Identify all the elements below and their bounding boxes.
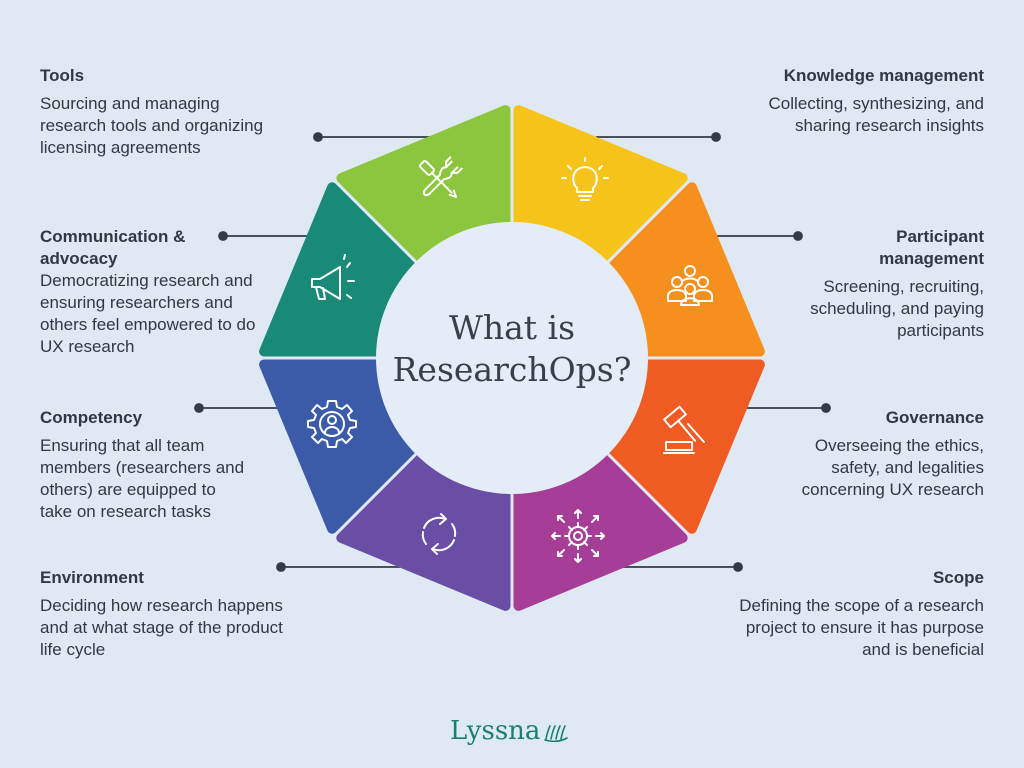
gavel-icon: [663, 405, 705, 454]
center-title-line1: What is: [448, 308, 576, 347]
connector-governance: [736, 403, 831, 413]
connector-knowledge: [596, 132, 721, 142]
brand-name: Lyssna: [450, 716, 541, 746]
block-title: Communication & advocacy: [40, 227, 186, 268]
megaphone-icon: [311, 254, 355, 300]
block-participant: Participant management Screening, recrui…: [784, 226, 984, 342]
brand-mark-icon: [544, 725, 568, 742]
connector-competency: [194, 403, 289, 413]
block-description: Deciding how research happens and at wha…: [40, 596, 283, 659]
block-description: Overseeing the ethics, safety, and legal…: [801, 436, 984, 499]
block-competency: Competency Ensuring that all team member…: [40, 407, 250, 523]
cycle-arrows-icon: [421, 513, 457, 555]
block-communication: Communication & advocacy Democratizing r…: [40, 226, 262, 358]
block-description: Democratizing research and ensuring rese…: [40, 271, 256, 356]
gear-person-icon: [307, 400, 357, 448]
lyssna-logo: Lyssna: [450, 716, 574, 750]
center-title-line2: ResearchOps?: [392, 350, 632, 389]
lightbulb-icon: [561, 157, 609, 201]
block-title: Governance: [885, 408, 984, 427]
wrench-screwdriver-icon: [419, 156, 463, 198]
block-scope: Scope Defining the scope of a research p…: [729, 567, 984, 661]
block-knowledge: Knowledge management Collecting, synthes…: [734, 65, 984, 137]
block-description: Collecting, synthesizing, and sharing re…: [768, 94, 984, 135]
connector-environment: [276, 562, 400, 572]
block-title: Competency: [40, 408, 143, 427]
gear-arrows-icon: [551, 509, 605, 563]
block-title: Tools: [40, 66, 85, 85]
center-title: What is ResearchOps?: [380, 307, 644, 391]
center-circle: [376, 222, 648, 494]
block-description: Screening, recruiting, scheduling, and p…: [810, 277, 984, 340]
connector-tools: [313, 132, 438, 142]
block-description: Defining the scope of a research project…: [739, 596, 984, 659]
block-title: Participant management: [879, 227, 984, 268]
block-governance: Governance Overseeing the ethics, safety…: [774, 407, 984, 501]
block-title: Environment: [40, 568, 144, 587]
connector-communication: [218, 231, 315, 241]
block-tools: Tools Sourcing and managing research too…: [40, 65, 270, 159]
block-title: Scope: [932, 568, 984, 587]
block-title: Knowledge management: [783, 66, 984, 85]
connector-scope: [618, 562, 743, 572]
block-description: Sourcing and managing research tools and…: [40, 94, 264, 157]
connector-participant: [708, 231, 803, 241]
block-description: Ensuring that all team members (research…: [40, 436, 245, 521]
block-environment: Environment Deciding how research happen…: [40, 567, 285, 661]
people-group-icon: [667, 265, 713, 306]
